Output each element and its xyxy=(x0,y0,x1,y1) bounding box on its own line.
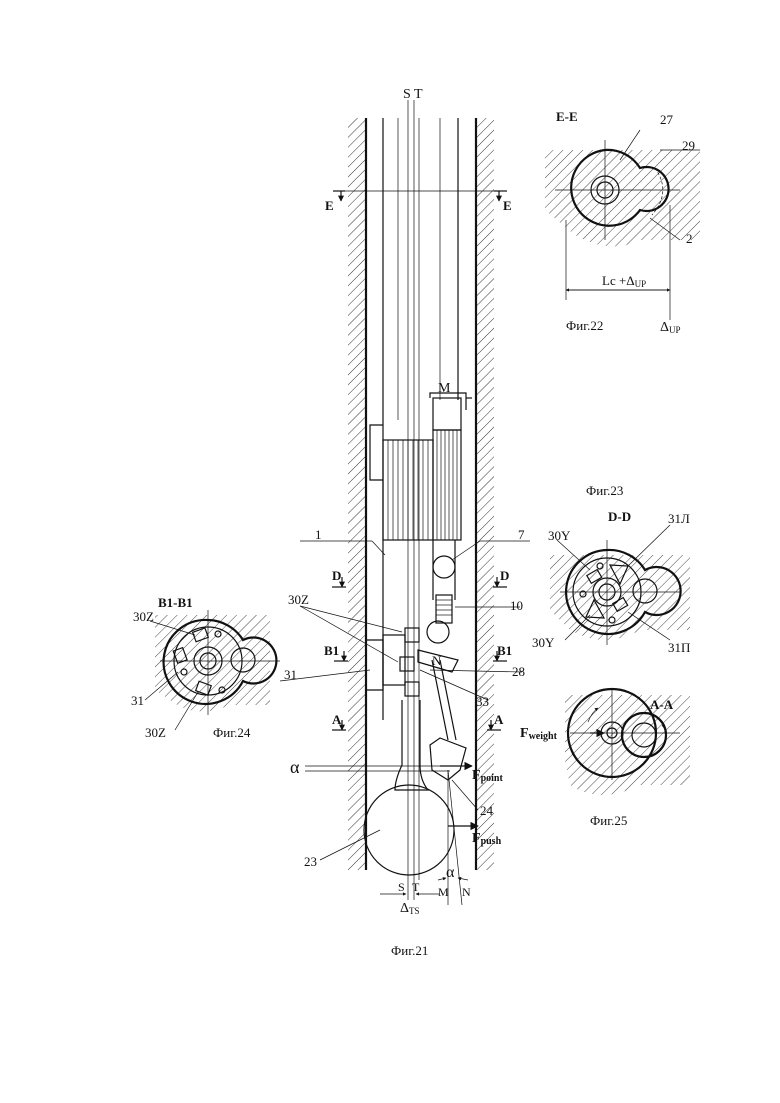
ref-33: 33 xyxy=(476,694,489,709)
fig23-section-d-d xyxy=(550,525,690,645)
fig24-section-label: B1-B1 xyxy=(158,595,193,610)
ref-7: 7 xyxy=(518,527,525,542)
fig21-main-section xyxy=(280,100,530,905)
fig21-caption: Фиг.21 xyxy=(391,943,428,958)
fig24-ref-31: 31 xyxy=(131,693,144,708)
fig24-ref-30z-top: 30Z xyxy=(133,609,154,624)
section-a-left: A xyxy=(332,712,342,727)
fig24-section-b1-b1 xyxy=(145,610,280,730)
ref-28: 28 xyxy=(512,664,525,679)
section-e-left: E xyxy=(325,198,334,213)
section-a-right: A xyxy=(494,712,504,727)
bottom-s: S xyxy=(398,880,405,894)
bottom-m: M xyxy=(438,885,449,899)
fig23-ref-31l: 31Л xyxy=(668,511,690,526)
label-n: N xyxy=(432,653,442,668)
fig24-caption: Фиг.24 xyxy=(213,725,251,740)
fig23-section-label: D-D xyxy=(608,509,631,524)
ref-10: 10 xyxy=(510,598,523,613)
alpha-left: α xyxy=(290,757,300,777)
fig22-section-e-e xyxy=(545,130,700,320)
fig22-caption: Фиг.22 xyxy=(566,318,603,333)
ref-24: 24 xyxy=(480,803,494,818)
fig23-caption: Фиг.23 xyxy=(586,483,623,498)
fig22-ref-2: 2 xyxy=(686,231,693,246)
delta-ts: ΔTS xyxy=(400,901,420,916)
fig23-ref-30y-bottom: 30Y xyxy=(532,635,555,650)
right-wall-hatch xyxy=(476,118,494,870)
section-d-right: D xyxy=(500,568,509,583)
bottom-n: N xyxy=(462,885,471,899)
section-d-left: D xyxy=(332,568,341,583)
fig22-ref-27: 27 xyxy=(660,112,674,127)
fig22-delta-up: ΔUP xyxy=(660,320,681,335)
label-m: M xyxy=(438,381,451,396)
fig22-section-label: E-E xyxy=(556,109,578,124)
alpha-bottom: α xyxy=(446,864,455,881)
ref-30z: 30Z xyxy=(288,592,309,607)
ball-23 xyxy=(364,785,454,875)
section-b1-left: B1 xyxy=(324,643,339,658)
section-e-right: E xyxy=(503,198,512,213)
axis-top-label: S T xyxy=(403,87,423,102)
fig23-ref-30y-top: 30Y xyxy=(548,528,571,543)
section-b1-right: B1 xyxy=(497,643,512,658)
joint-28 xyxy=(427,621,449,643)
ref-31: 31 xyxy=(284,667,297,682)
fig25-caption: Фиг.25 xyxy=(590,813,627,828)
joint-7 xyxy=(433,556,455,578)
fig22-dimension: Lc +ΔUP xyxy=(602,273,646,289)
bottom-t: T xyxy=(412,880,420,894)
ref-1: 1 xyxy=(315,527,322,542)
left-wall-hatch xyxy=(348,118,366,870)
fig25-section-label: A-A xyxy=(650,697,674,712)
f-weight-label: Fweight xyxy=(520,726,558,742)
fig24-ref-30z-bottom: 30Z xyxy=(145,725,166,740)
ref-23: 23 xyxy=(304,854,317,869)
fig22-ref-29: 29 xyxy=(682,138,695,153)
fig23-ref-31p: 31П xyxy=(668,640,690,655)
